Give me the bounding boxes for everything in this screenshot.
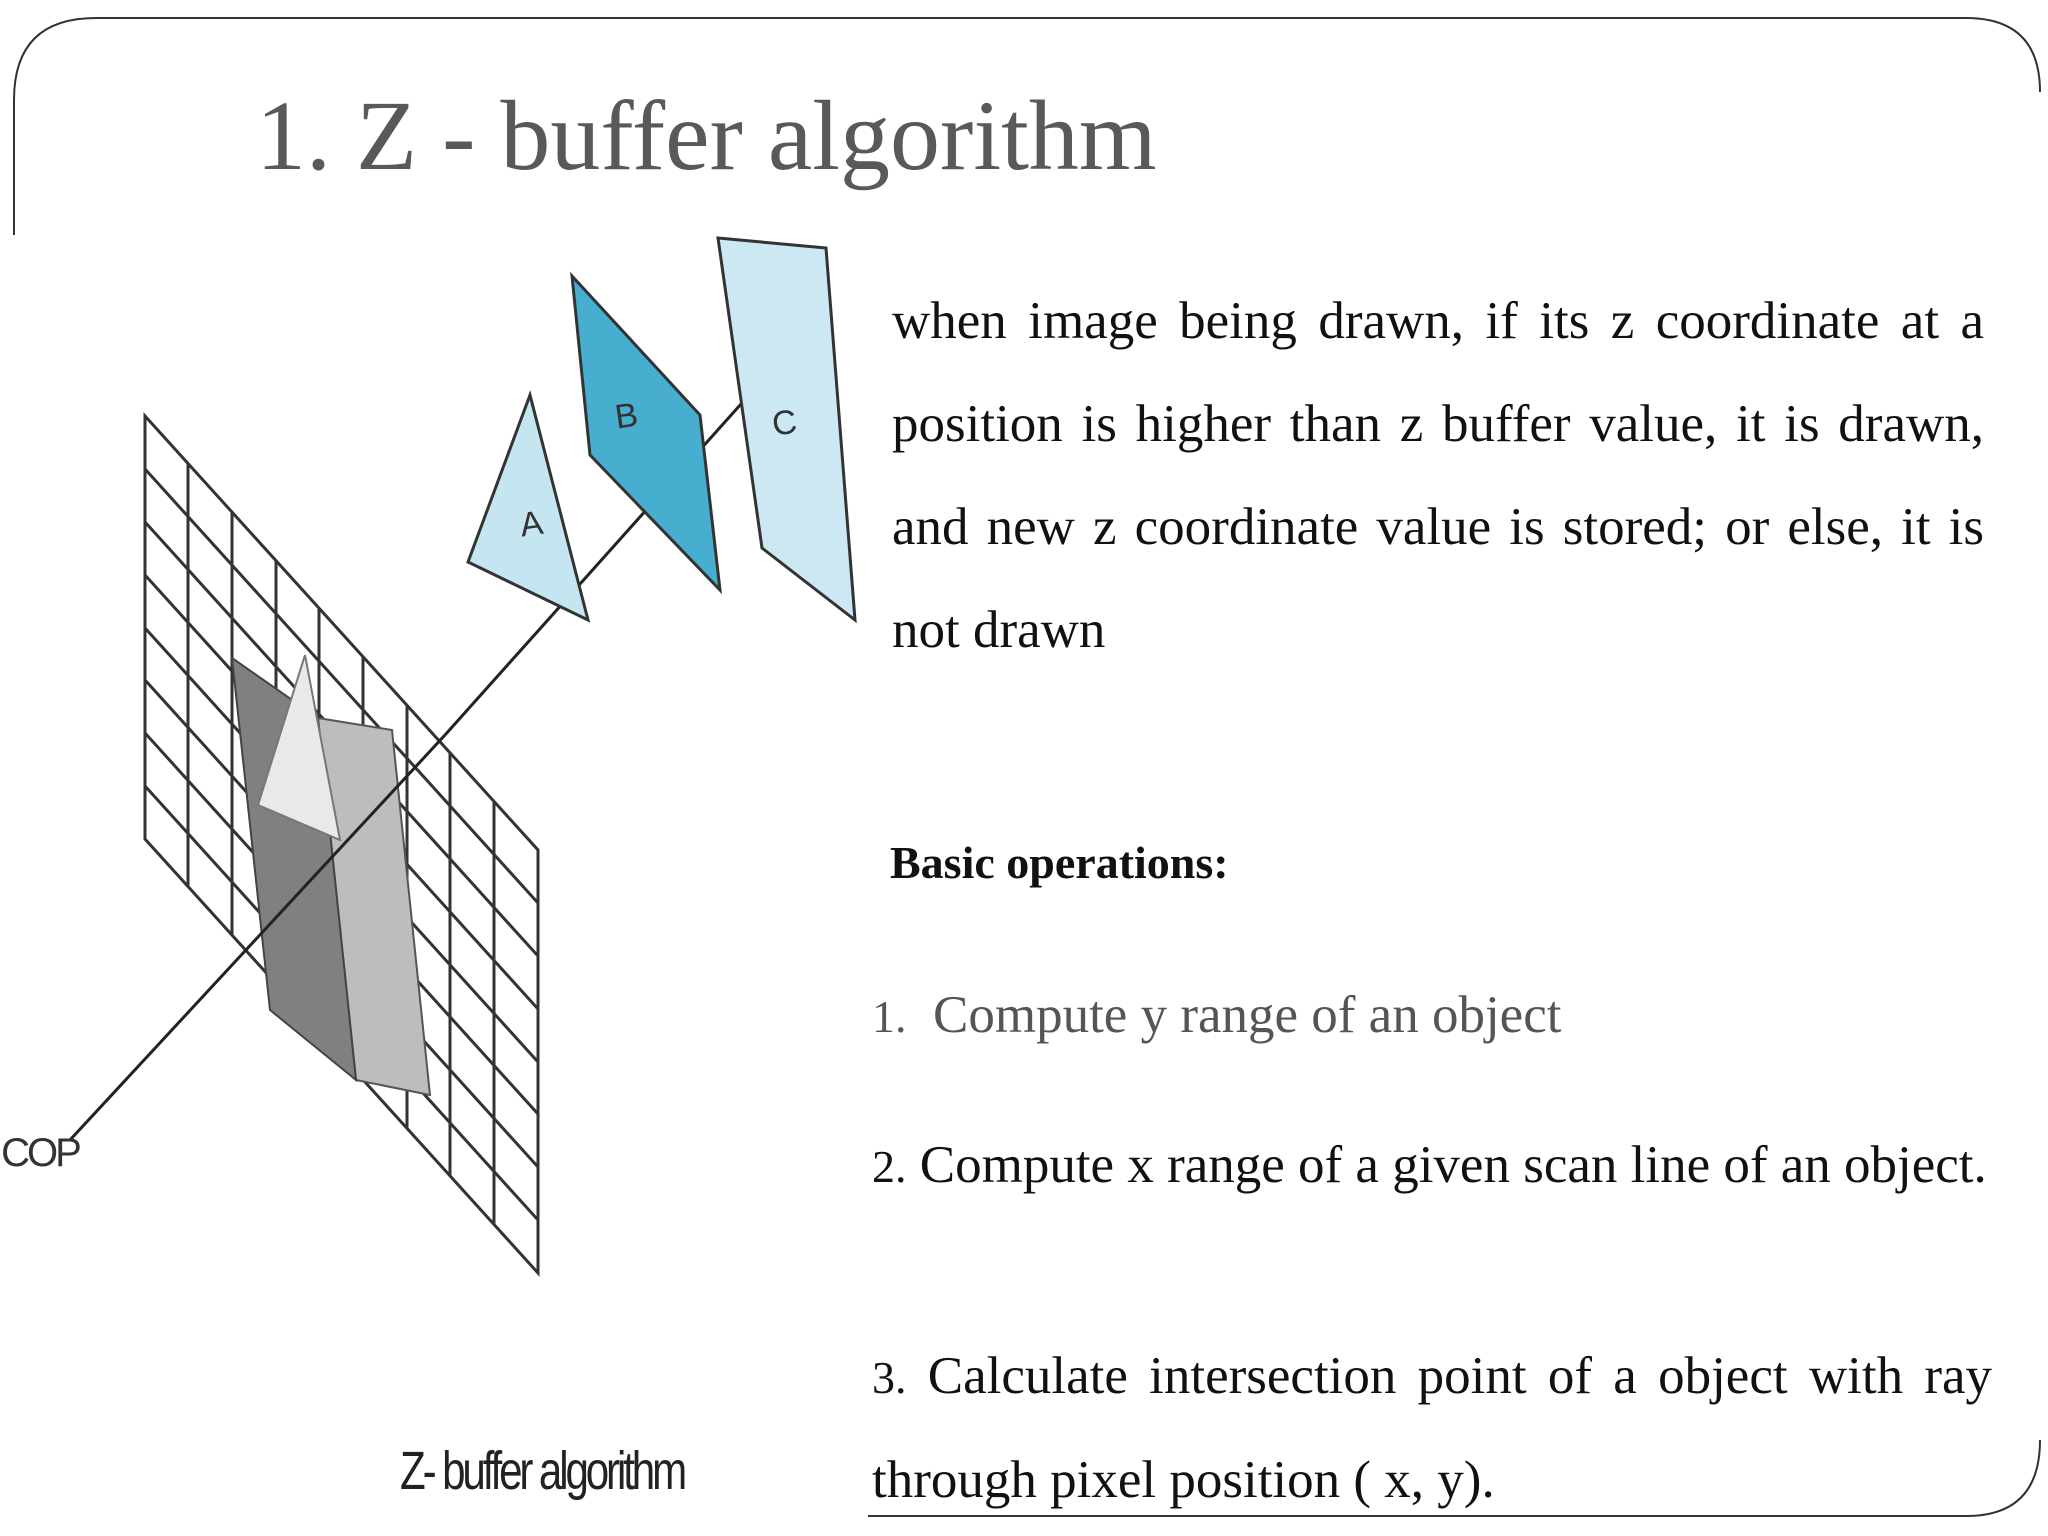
- z-buffer-figure: A B C COP: [1, 236, 857, 1277]
- polygon-b: [570, 271, 722, 595]
- projected-polygon-a: [256, 654, 342, 842]
- operation-text: Compute x range of a given scan line of …: [919, 1136, 1987, 1194]
- operations-heading: Basic operations:: [890, 837, 1229, 888]
- figure-caption: Z- buffer algorithm: [400, 1441, 687, 1501]
- polygon-a-label: A: [518, 504, 546, 545]
- polygon-c: [716, 236, 857, 624]
- operation-number: 1.: [872, 991, 907, 1042]
- polygons-in-scene: [466, 236, 857, 624]
- polygon-c-label: C: [770, 403, 800, 444]
- projected-polygon-b: [230, 655, 358, 1083]
- polygon-b-label: B: [613, 396, 641, 437]
- operation-item: 1. Compute y range of an object: [872, 980, 1992, 1052]
- polygon-a: [466, 389, 591, 623]
- operation-item: 2. Compute x range of a given scan line …: [872, 1114, 1992, 1218]
- slide-title: 1. Z - buffer algorithm: [256, 80, 1157, 191]
- operation-number: 2.: [872, 1141, 907, 1192]
- projected-polygons: [230, 654, 432, 1097]
- cop-label: COP: [1, 1131, 80, 1175]
- operation-item: 3. Calculate intersection point of a obj…: [872, 1325, 1992, 1532]
- operation-number: 3.: [872, 1352, 907, 1403]
- description-paragraph: when image being drawn, if its z coordin…: [892, 292, 1984, 659]
- operation-text: Calculate intersection point of a object…: [872, 1347, 1992, 1509]
- operation-text: Compute y range of an object: [933, 986, 1562, 1044]
